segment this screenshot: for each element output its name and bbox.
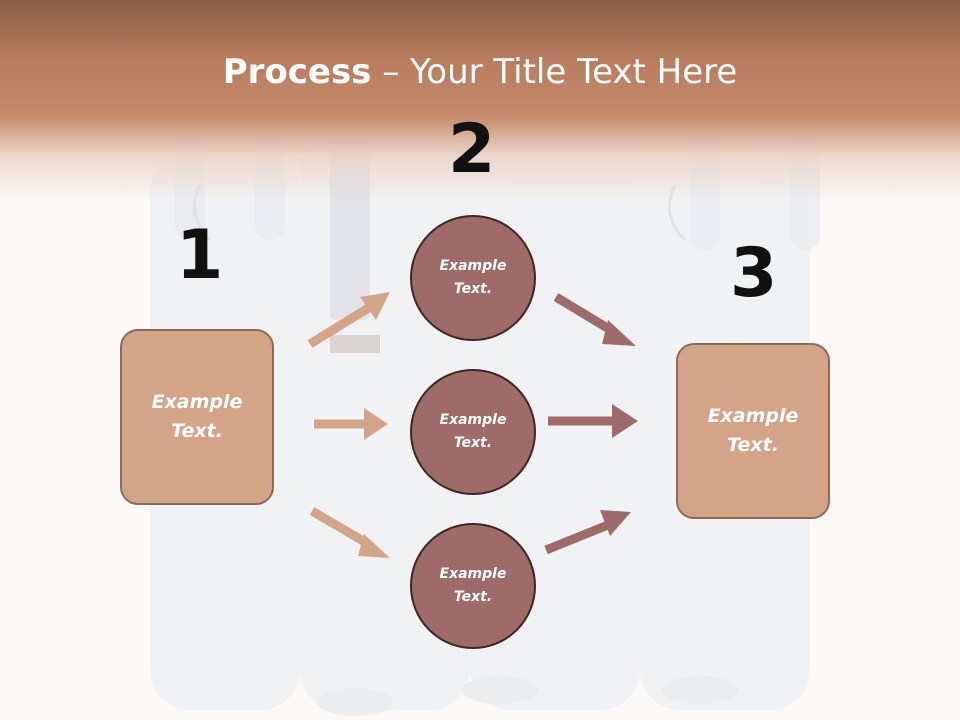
step-number-2: 2 [448,110,496,189]
step-2-circle-middle: Example Text. [410,369,536,495]
title-rest: – Your Title Text Here [371,52,738,92]
circle-1-label: Example Text. [439,258,507,297]
slide-title: Process – Your Title Text Here [0,52,960,92]
step-2-circle-top: Example Text. [410,215,536,341]
step-3-box: Example Text. [676,343,830,519]
header-band [0,0,960,200]
circle-2-label: Example Text. [439,412,507,451]
circle-3-label: Example Text. [439,566,507,605]
step-number-1: 1 [176,216,224,295]
title-bold: Process [222,52,372,92]
step-1-label: Example Text. [151,391,243,442]
step-2-circle-bottom: Example Text. [410,523,536,649]
step-1-box: Example Text. [120,329,274,505]
step-number-3: 3 [730,234,778,313]
step-3-label: Example Text. [707,405,799,456]
